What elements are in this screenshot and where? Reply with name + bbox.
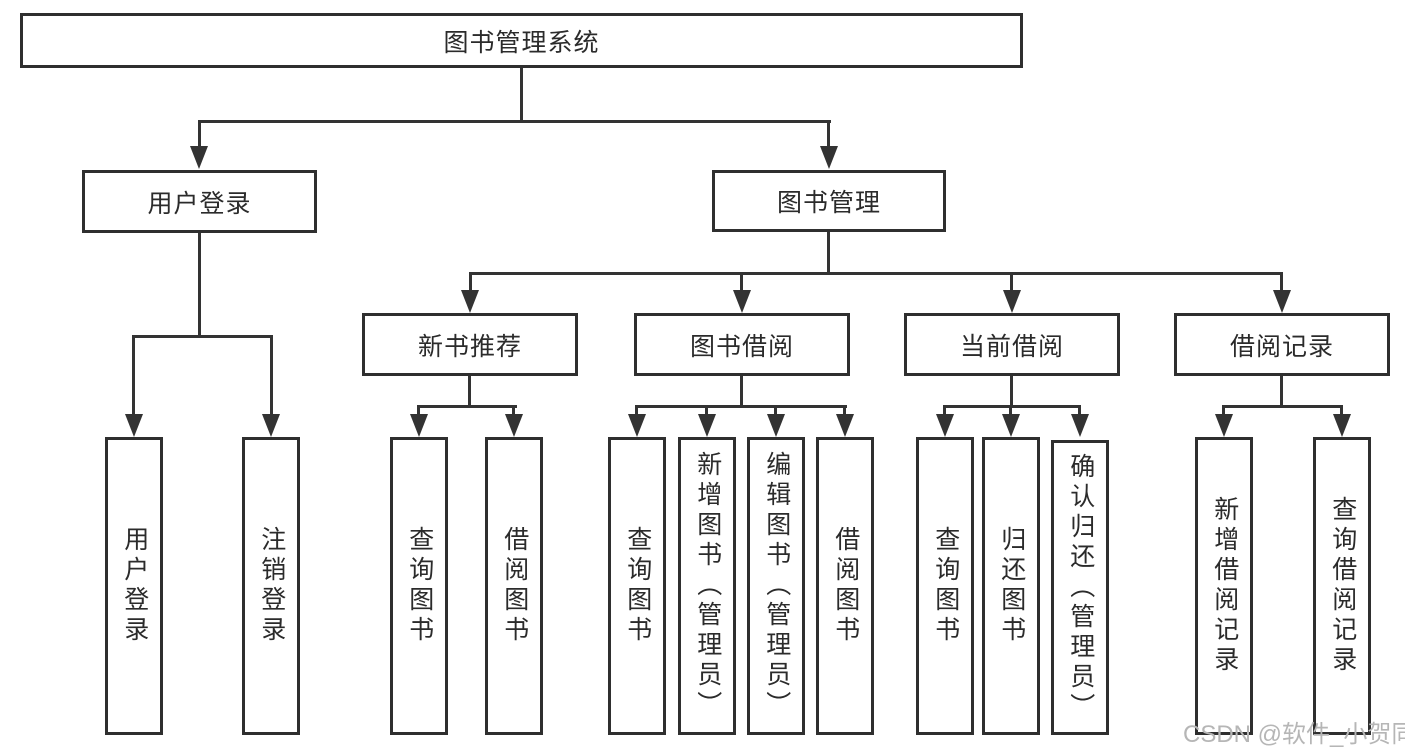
connector-to-leaf-logout bbox=[270, 335, 273, 417]
connector-to-leaf-edit-books bbox=[774, 405, 777, 417]
connector-to-new-book-recommend bbox=[469, 272, 472, 293]
leaf-user-login-label: 用户登录 bbox=[120, 526, 149, 646]
leaf-borrow-query-books-label: 查询图书 bbox=[623, 526, 652, 646]
node-root-label: 图书管理系统 bbox=[443, 28, 600, 57]
leaf-confirm-return-admin: 确认归还（管理员） bbox=[1051, 440, 1109, 735]
connector-to-leaf-return-books bbox=[1009, 405, 1012, 417]
node-new-book-recommend: 新书推荐 bbox=[362, 313, 578, 376]
connector-level3-branch bbox=[469, 272, 1283, 275]
connector-to-user-login bbox=[198, 120, 201, 148]
connector-new-book-recommend-stem bbox=[468, 376, 471, 408]
connector-to-leaf-current-query bbox=[943, 405, 946, 417]
leaf-edit-books-admin: 编辑图书（管理员） bbox=[747, 437, 805, 735]
leaf-add-borrow-record-label: 新增借阅记录 bbox=[1210, 496, 1239, 676]
arrow-down-leaf-borrow-books bbox=[836, 414, 854, 437]
leaf-confirm-return-admin-label: 确认归还（管理员） bbox=[1066, 452, 1095, 723]
arrow-down-leaf-user-login bbox=[125, 414, 143, 437]
leaf-query-borrow-record-label: 查询借阅记录 bbox=[1328, 496, 1357, 676]
leaf-add-books-admin-label: 新增图书（管理员） bbox=[693, 451, 722, 721]
leaf-current-query-books: 查询图书 bbox=[916, 437, 974, 735]
connector-to-current-borrow bbox=[1010, 272, 1013, 293]
node-current-borrow: 当前借阅 bbox=[904, 313, 1120, 376]
node-root-library-system: 图书管理系统 bbox=[20, 13, 1023, 68]
leaf-recommend-borrow-books: 借阅图书 bbox=[485, 437, 543, 735]
leaf-logout-label: 注销登录 bbox=[257, 526, 286, 646]
arrow-down-leaf-recommend-borrow bbox=[505, 414, 523, 437]
node-user-login-branch: 用户登录 bbox=[82, 170, 317, 233]
arrow-down-book-borrow bbox=[733, 290, 751, 313]
connector-book-borrow-stem bbox=[740, 376, 743, 408]
connector-to-book-management bbox=[827, 120, 830, 148]
leaf-recommend-query-books-label: 查询图书 bbox=[405, 526, 434, 646]
node-book-management-branch: 图书管理 bbox=[712, 170, 946, 232]
arrow-down-leaf-current-query bbox=[936, 414, 954, 437]
connector-to-leaf-query-record bbox=[1340, 405, 1343, 417]
arrow-down-borrow-records bbox=[1273, 290, 1291, 313]
connector-to-leaf-borrow-books bbox=[843, 405, 846, 417]
arrow-down-leaf-add-books bbox=[698, 414, 716, 437]
connector-to-leaf-add-record bbox=[1222, 405, 1225, 417]
node-current-borrow-label: 当前借阅 bbox=[959, 332, 1064, 361]
node-borrow-records-label: 借阅记录 bbox=[1229, 332, 1334, 361]
leaf-borrow-query-books: 查询图书 bbox=[608, 437, 666, 735]
connector-current-borrow-stem bbox=[1010, 376, 1013, 408]
arrow-down-current-borrow bbox=[1003, 290, 1021, 313]
leaf-add-books-admin: 新增图书（管理员） bbox=[678, 437, 736, 735]
arrow-down-leaf-confirm-return bbox=[1071, 414, 1089, 437]
leaf-borrow-books-label: 借阅图书 bbox=[831, 526, 860, 646]
connector-book-management-stem bbox=[827, 232, 830, 275]
connector-to-leaf-recommend-query bbox=[417, 405, 420, 417]
connector-level2-branch bbox=[198, 120, 831, 123]
leaf-current-query-books-label: 查询图书 bbox=[931, 526, 960, 646]
leaf-recommend-query-books: 查询图书 bbox=[390, 437, 448, 735]
arrow-down-leaf-borrow-query bbox=[628, 414, 646, 437]
connector-to-leaf-add-books bbox=[705, 405, 708, 417]
node-book-borrow-label: 图书借阅 bbox=[689, 332, 794, 361]
connector-book-borrow-branch bbox=[635, 405, 847, 408]
node-user-login-branch-label: 用户登录 bbox=[147, 189, 252, 218]
connector-user-login-stem bbox=[198, 233, 201, 338]
leaf-borrow-books: 借阅图书 bbox=[816, 437, 874, 735]
node-book-borrow: 图书借阅 bbox=[634, 313, 850, 376]
connector-current-borrow-branch bbox=[943, 405, 1081, 408]
csdn-watermark: CSDN @软件_小贺同学 bbox=[1183, 721, 1405, 747]
arrow-down-leaf-add-record bbox=[1215, 414, 1233, 437]
connector-to-leaf-confirm-return bbox=[1078, 405, 1081, 417]
arrow-down-leaf-edit-books bbox=[767, 414, 785, 437]
arrow-down-new-book-recommend bbox=[461, 290, 479, 313]
node-book-management-branch-label: 图书管理 bbox=[776, 189, 881, 217]
connector-to-leaf-recommend-borrow bbox=[512, 405, 515, 417]
connector-borrow-records-stem bbox=[1280, 376, 1283, 408]
leaf-return-books: 归还图书 bbox=[982, 437, 1040, 735]
node-new-book-recommend-label: 新书推荐 bbox=[417, 332, 522, 361]
connector-new-book-recommend-branch bbox=[417, 405, 517, 408]
connector-to-book-borrow bbox=[740, 272, 743, 293]
connector-to-leaf-borrow-query bbox=[635, 405, 638, 417]
arrow-down-book-management bbox=[820, 146, 838, 169]
leaf-logout: 注销登录 bbox=[242, 437, 300, 735]
leaf-query-borrow-record: 查询借阅记录 bbox=[1313, 437, 1371, 735]
connector-borrow-records-branch bbox=[1222, 405, 1343, 408]
connector-to-borrow-records bbox=[1280, 272, 1283, 293]
leaf-add-borrow-record: 新增借阅记录 bbox=[1195, 437, 1253, 735]
connector-to-leaf-user-login bbox=[132, 335, 135, 417]
arrow-down-leaf-query-record bbox=[1333, 414, 1351, 437]
arrow-down-leaf-return-books bbox=[1002, 414, 1020, 437]
leaf-edit-books-admin-label: 编辑图书（管理员） bbox=[762, 451, 791, 721]
connector-root-stem bbox=[520, 68, 523, 123]
connector-user-login-branch bbox=[133, 335, 273, 338]
leaf-return-books-label: 归还图书 bbox=[997, 526, 1026, 646]
leaf-user-login: 用户登录 bbox=[105, 437, 163, 735]
arrow-down-user-login bbox=[190, 146, 208, 169]
node-borrow-records: 借阅记录 bbox=[1174, 313, 1390, 376]
leaf-recommend-borrow-books-label: 借阅图书 bbox=[500, 526, 529, 646]
arrow-down-leaf-logout bbox=[262, 414, 280, 437]
arrow-down-leaf-recommend-query bbox=[410, 414, 428, 437]
